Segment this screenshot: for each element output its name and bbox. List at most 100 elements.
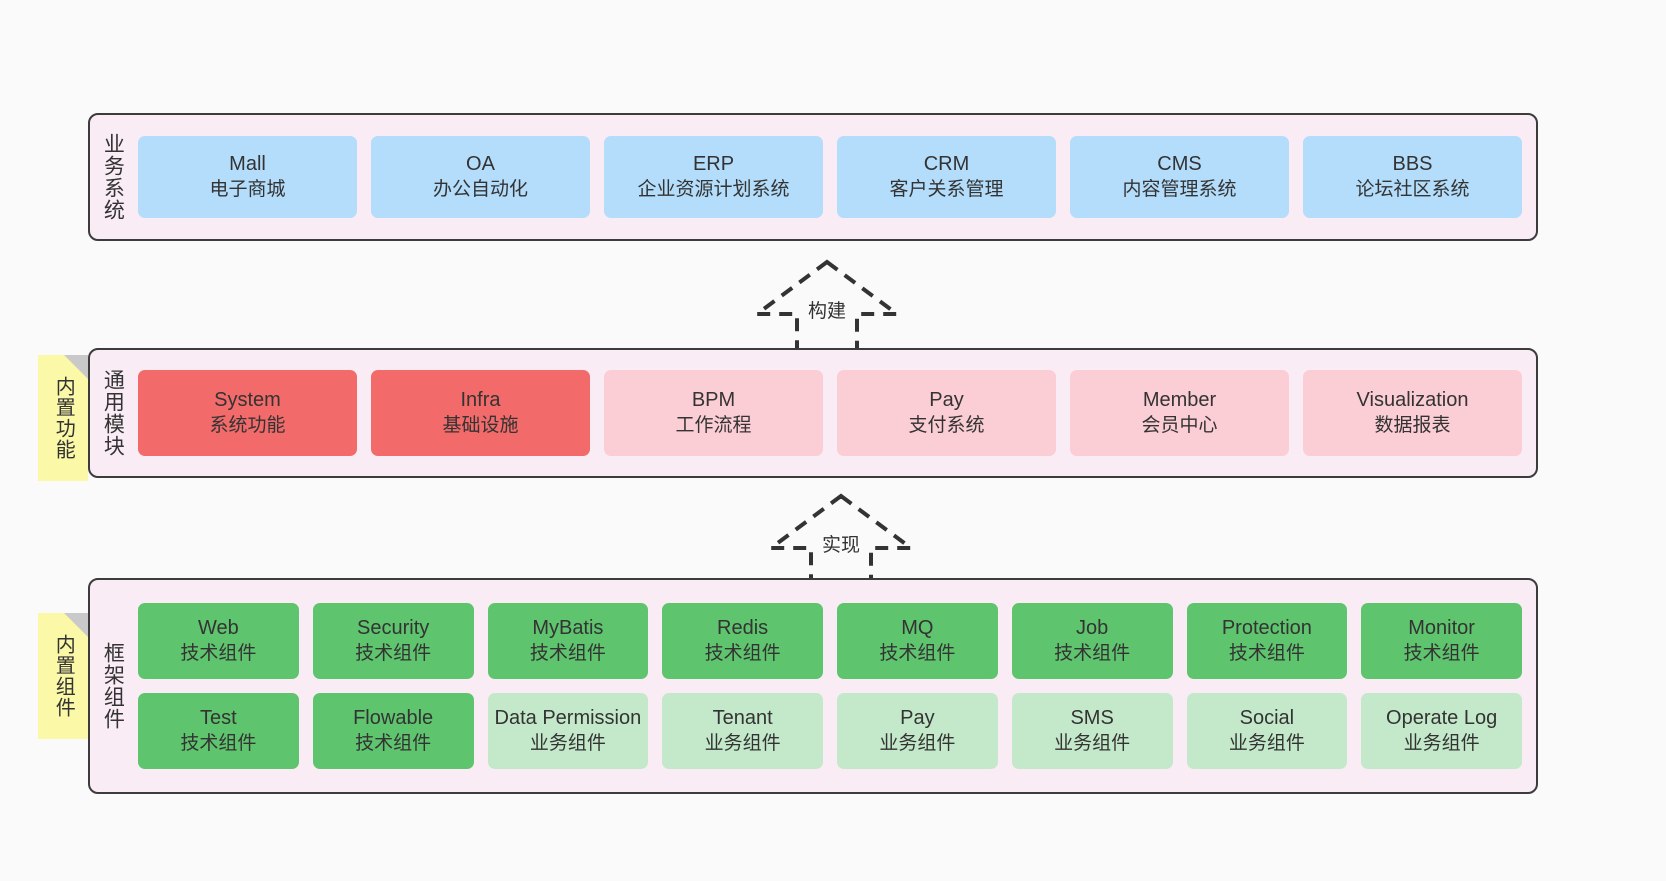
box-subtitle: 技术组件: [879, 642, 956, 664]
box-subtitle: 技术组件: [355, 732, 432, 754]
box-subtitle: 业务组件: [1054, 732, 1131, 754]
box-subtitle: 客户关系管理: [889, 178, 1004, 200]
module-layer-label: 通用模块: [101, 369, 125, 457]
box-title: Monitor: [1408, 617, 1475, 640]
box-title: Protection: [1221, 617, 1312, 640]
box-subtitle: 技术组件: [1403, 642, 1480, 664]
box-title: BPM: [691, 389, 736, 412]
sticky-note-builtin-component-label: 内置组件: [52, 634, 75, 718]
box-subtitle: 技术组件: [704, 642, 781, 664]
box-subtitle: 业务组件: [529, 732, 606, 754]
box-title: Infra: [460, 389, 501, 412]
sticky-fold-corner-icon: [64, 613, 88, 637]
box-title: Operate Log: [1386, 707, 1498, 730]
box-subtitle: 论坛社区系统: [1355, 178, 1470, 200]
box-title: Flowable: [353, 707, 434, 730]
box-title: Member: [1142, 389, 1217, 412]
box-subtitle: 工作流程: [675, 414, 752, 436]
box-subtitle: 业务组件: [1403, 732, 1480, 754]
box-subtitle: 技术组件: [355, 642, 432, 664]
box-subtitle: 会员中心: [1141, 414, 1218, 436]
box-subtitle: 业务组件: [704, 732, 781, 754]
box-subtitle: 办公自动化: [432, 178, 528, 200]
sticky-note-builtin-function: 内置功能: [38, 355, 88, 481]
box-subtitle: 支付系统: [908, 414, 985, 436]
box-title: SMS: [1070, 707, 1114, 730]
box-subtitle: 技术组件: [180, 642, 257, 664]
box-subtitle: 数据报表: [1374, 414, 1451, 436]
box-subtitle: 电子商城: [209, 178, 286, 200]
box-title: Redis: [717, 617, 769, 640]
box-title: MyBatis: [532, 617, 604, 640]
box-title: CRM: [923, 153, 970, 176]
box-title: Pay: [929, 389, 964, 412]
sticky-note-builtin-function-label: 内置功能: [52, 376, 75, 460]
box-title: Test: [200, 707, 237, 730]
box-title: Job: [1076, 617, 1109, 640]
box-title: Security: [357, 617, 430, 640]
box-subtitle: 技术组件: [529, 642, 606, 664]
box-title: Tenant: [712, 707, 773, 730]
box-subtitle: 内容管理系统: [1122, 178, 1237, 200]
generalization-arrow-implement: 实现: [766, 492, 916, 587]
box-title: Pay: [900, 707, 935, 730]
box-title: Social: [1239, 707, 1295, 730]
sticky-note-builtin-component: 内置组件: [38, 613, 88, 739]
box-subtitle: 业务组件: [1228, 732, 1305, 754]
box-subtitle: 技术组件: [180, 732, 257, 754]
box-title: Mall: [229, 153, 266, 176]
box-title: OA: [466, 153, 495, 176]
box-subtitle: 技术组件: [1054, 642, 1131, 664]
box-title: System: [214, 389, 281, 412]
generalization-arrow-build: 构建: [752, 258, 902, 353]
box-subtitle: 企业资源计划系统: [637, 178, 790, 200]
box-subtitle: 系统功能: [209, 414, 286, 436]
box-title: Web: [197, 617, 239, 640]
sticky-fold-corner-icon: [64, 355, 88, 379]
box-title: ERP: [692, 153, 735, 176]
box-title: BBS: [1392, 153, 1433, 176]
box-title: Visualization: [1356, 389, 1469, 412]
box-title: CMS: [1157, 153, 1202, 176]
box-title: Data Permission: [494, 707, 642, 730]
box-title: MQ: [901, 617, 934, 640]
box-subtitle: 业务组件: [879, 732, 956, 754]
